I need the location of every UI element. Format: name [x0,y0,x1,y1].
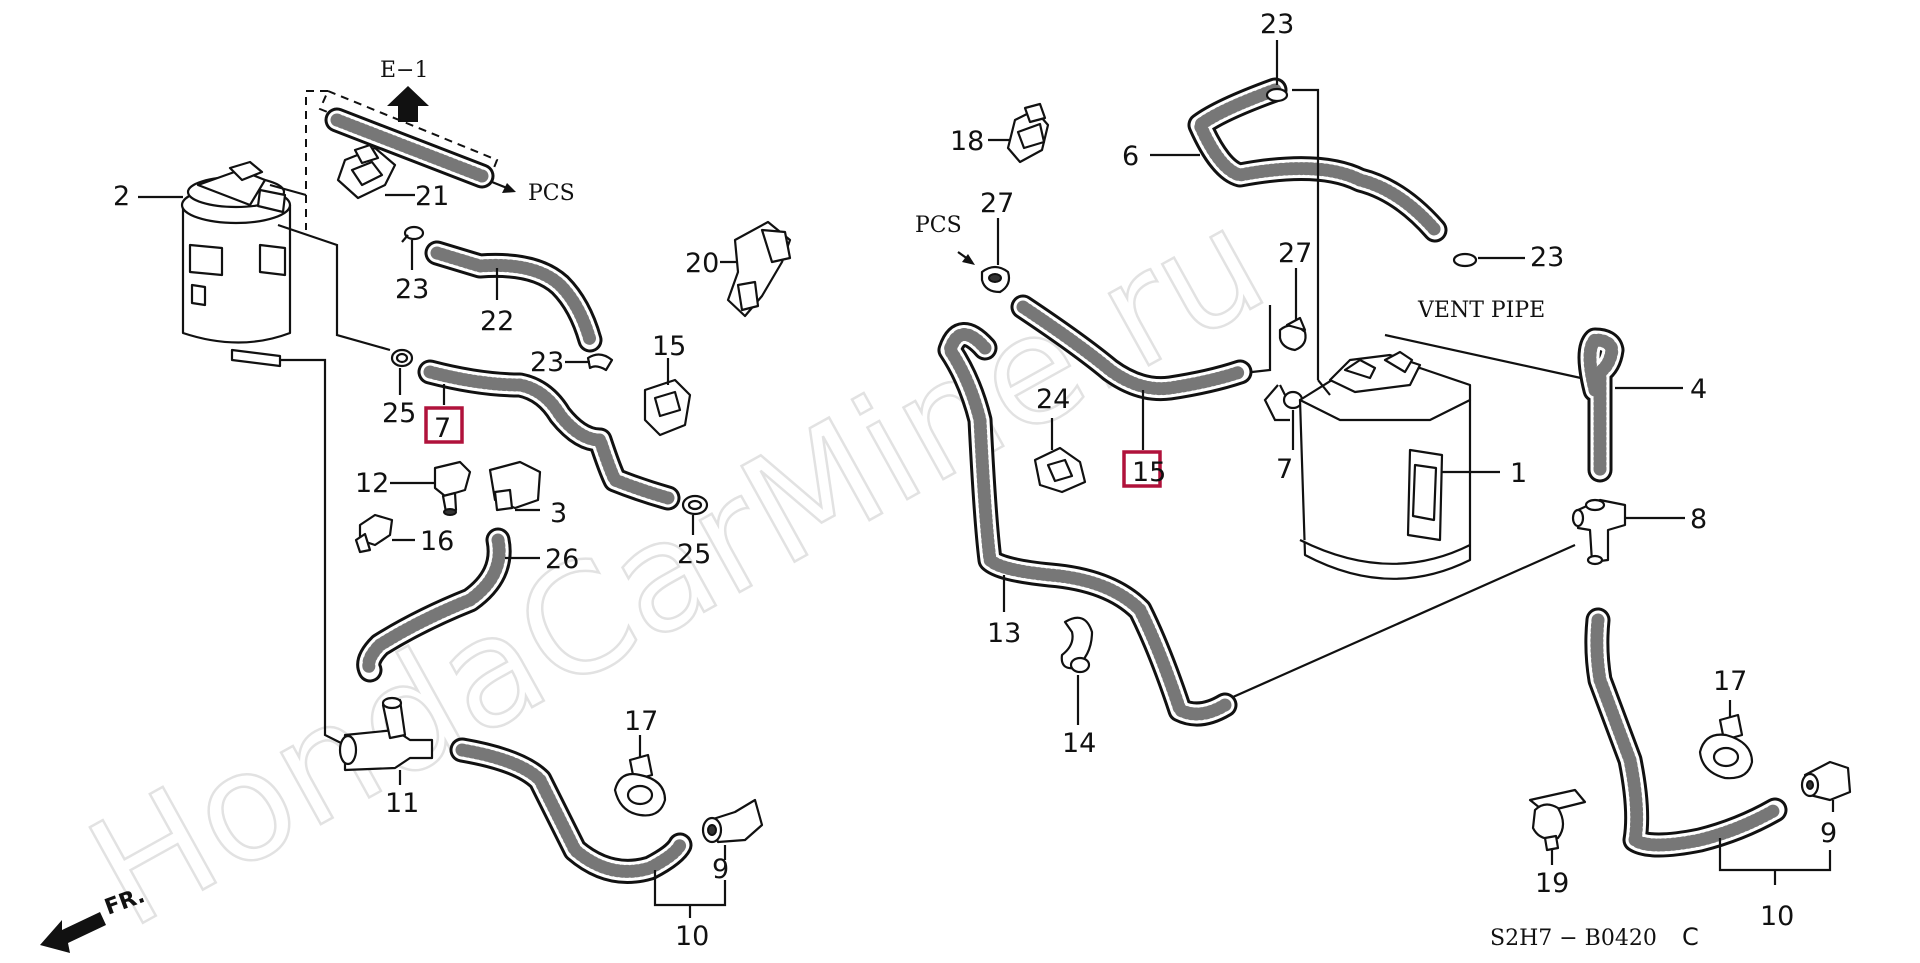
e1-reference-label: E−1 [380,58,429,83]
callout-10a: 10 [675,921,709,952]
callout-18: 18 [950,126,984,157]
fitting-3 [488,460,542,512]
callout-6: 6 [1122,141,1139,172]
callout-19: 19 [1535,868,1569,899]
callout-7a: 7 [434,413,451,444]
canister-right-ref-b [1317,379,1331,396]
clip-27-upper [980,265,1011,294]
callout-25a: 25 [382,398,416,429]
hose-26 [356,527,512,683]
fitting-8 [1571,498,1627,566]
callout-12: 12 [355,468,389,499]
callout-8: 8 [1690,504,1707,535]
callout-20: 20 [685,248,719,279]
canister-line-b [277,223,391,352]
callout-11: 11 [385,788,419,819]
callout-3: 3 [550,498,567,529]
diagram-revision: C [1682,923,1699,951]
canister-right-ref-a [1384,333,1591,382]
fitting-9-left [701,798,764,844]
clamp-17-right [1698,713,1754,780]
hose-4 [1577,327,1625,483]
callout-15a: 15 [652,331,686,362]
callout-24: 7 [1276,454,1293,485]
diagram-code: S2H7 − B0420 [1490,926,1657,951]
hose-10-left [449,737,693,884]
clip-23-right-top [1265,87,1289,103]
callout-16: 16 [420,526,454,557]
callout-7b: 15 [1132,457,1166,488]
callout-22: 22 [480,306,514,337]
canister-right [1298,350,1472,580]
hose-10-right [1584,607,1788,858]
clip-27-ref [1251,305,1272,374]
clip-27-middle [1278,316,1307,352]
pcs-left-arrowhead [502,183,516,193]
callout-27a: 27 [980,188,1014,219]
clip-23-right-vent [1452,252,1478,268]
clip-16 [354,513,394,554]
clip-24 [1279,384,1304,410]
clip-24-ref [1263,384,1290,422]
hose-13-to-fitting-8 [1232,543,1576,699]
callout-14: 14 [1062,728,1096,759]
pcs-right-arrowhead [962,254,975,265]
clip-25-upper [390,348,414,368]
vent-pipe-label: VENT PIPE [1417,298,1545,323]
callout-1: 1 [1510,458,1527,489]
clamp-20 [726,220,792,318]
callout-9b: 9 [1820,818,1837,849]
hose-13 [937,322,1238,727]
e1-dashed-leader [305,90,328,230]
hose-6-ref-line [1292,88,1320,380]
callout-27b: 27 [1278,238,1312,269]
clamp-15-left [643,378,692,437]
canister-line-c [280,358,346,746]
clip-23-left-mid [586,353,614,372]
leader-10b [1718,838,1832,872]
pcs-pipe [324,107,495,189]
callout-23a: 23 [395,274,429,305]
e1-up-arrow [387,86,429,122]
callout-17a: 17 [624,706,658,737]
clamp-18 [1006,102,1050,164]
callout-4: 4 [1690,374,1707,405]
callout-23c: 23 [1260,9,1294,40]
hose-6 [1187,77,1448,243]
callout-15b: 24 [1036,384,1070,415]
fitting-11 [338,696,434,772]
clamp-21 [336,143,397,200]
callout-2: 2 [113,181,130,212]
pcs-left-label: PCS [528,181,575,206]
clamp-17-left [613,753,667,817]
canister-line-a [269,183,307,197]
callout-23b: 23 [530,347,564,378]
callout-21: 21 [415,181,449,212]
callout-17b: 17 [1713,666,1747,697]
callout-25b: 25 [677,539,711,570]
callout-7a-box [424,406,464,444]
clamp-15-right [1033,446,1087,494]
fitting-9-right [1800,760,1852,802]
fitting-19 [1528,788,1587,852]
hose-7-left [417,359,681,511]
callout-13: 13 [987,618,1021,649]
clip-25-lower [681,494,709,516]
callout-10b: 10 [1760,901,1794,932]
callout-23d: 23 [1530,242,1564,273]
callout-7b-box [1122,450,1162,488]
callout-9a: 9 [712,854,729,885]
hose-22 [424,240,603,353]
clip-23-left-top [401,225,425,243]
canister-left [180,160,292,368]
pcs-right-label: PCS [915,213,962,238]
hose-7-right [1010,294,1253,402]
callout-26: 26 [545,544,579,575]
fitting-12 [433,460,472,516]
clip-14 [1060,616,1094,674]
front-direction-arrow [40,912,106,953]
